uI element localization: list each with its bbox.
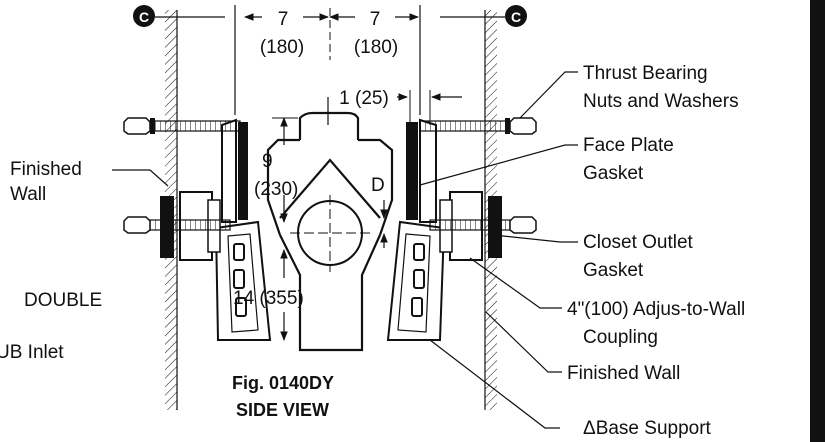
gap-dimension-label: 1 (25) (339, 88, 389, 109)
left-span-mm: (180) (260, 37, 304, 58)
thrust-bearing-label-1: Thrust Bearing (583, 63, 708, 84)
finished-wall-left-label-1: Finished (10, 159, 82, 180)
depth-symbol: D (371, 175, 385, 196)
lower-right-threaded-rod (429, 216, 537, 234)
svg-text:C: C (139, 9, 149, 25)
double-label: DOUBLE (24, 290, 102, 311)
page-border-bar (810, 0, 825, 442)
finished-wall-right-label: Finished Wall (567, 363, 680, 384)
thrust-bearing-label-2: Nuts and Washers (583, 91, 739, 112)
figure-caption-line-1: Fig. 0140DY (232, 373, 334, 393)
height-upper-inches: 9 (262, 151, 273, 172)
left-face-plate (221, 118, 248, 223)
left-base-support (214, 220, 272, 341)
closet-outlet-label-1: Closet Outlet (583, 232, 694, 253)
inlet-label: UB Inlet (0, 342, 64, 363)
lower-left-threaded-rod (123, 216, 231, 234)
upper-right-threaded-rod (419, 117, 537, 135)
upper-left-threaded-rod (123, 117, 241, 135)
fitting-body (266, 111, 394, 352)
base-support-label: ΔBase Support (583, 418, 712, 439)
top-dimension-line (155, 5, 505, 115)
right-span-mm: (180) (354, 37, 398, 58)
finished-wall-left-label-2: Wall (10, 184, 46, 205)
right-face-plate (406, 118, 437, 223)
closet-outlet-label-2: Gasket (583, 260, 644, 281)
left-span-inches: 7 (278, 9, 289, 30)
leader-lines (112, 71, 578, 429)
svg-text:C: C (511, 9, 521, 25)
coupling-label-2: Coupling (583, 327, 658, 348)
face-plate-label-1: Face Plate (583, 135, 674, 156)
right-base-support (386, 220, 446, 341)
centerline-symbol-left: C (133, 5, 155, 27)
centerline-symbol-right: C (505, 5, 527, 27)
height-lower-label: 14 (355) (233, 288, 304, 309)
gap-dimension (327, 90, 462, 125)
coupling-label-1: 4"(100) Adjus-to-Wall (567, 299, 745, 320)
height-upper-mm: (230) (254, 179, 298, 200)
height-upper-dimension (272, 117, 298, 223)
face-plate-label-2: Gasket (583, 163, 644, 184)
figure-caption-line-2: SIDE VIEW (236, 400, 329, 420)
right-span-inches: 7 (370, 9, 381, 30)
outlet-opening (290, 195, 370, 272)
